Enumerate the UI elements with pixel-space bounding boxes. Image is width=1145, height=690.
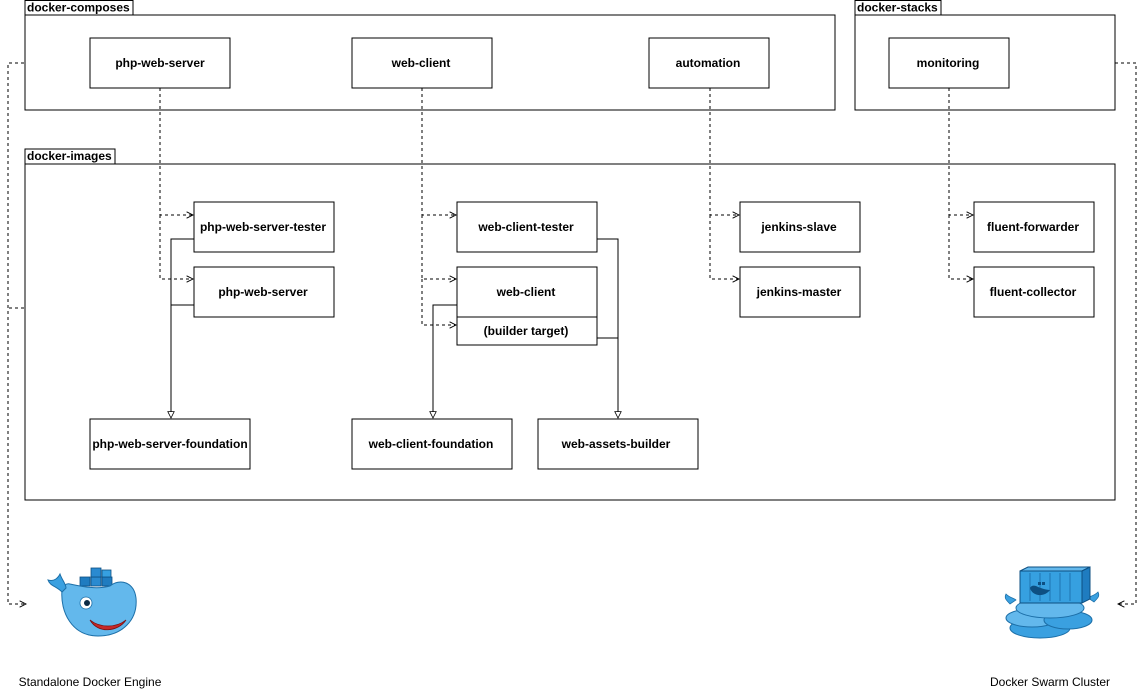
image-jenkins-slave[interactable]: jenkins-slave xyxy=(739,201,861,253)
image-jenkins-master[interactable]: jenkins-master xyxy=(739,266,861,318)
image-php-web-server[interactable]: php-web-server xyxy=(193,266,335,318)
image-php-web-server-tester[interactable]: php-web-server-tester xyxy=(193,201,335,253)
stack-monitoring[interactable]: monitoring xyxy=(888,37,1010,89)
connector-stacks-to-swarm xyxy=(1115,62,1137,604)
image-web-assets-builder[interactable]: web-assets-builder xyxy=(537,418,699,470)
standalone-docker-engine-label: Standalone Docker Engine xyxy=(19,675,162,689)
connector-monitoring-to-collector xyxy=(948,215,973,279)
image-php-web-server-foundation[interactable]: php-web-server-foundation xyxy=(89,418,251,470)
inherit-webclient-to-foundation xyxy=(433,304,457,418)
image-fluent-forwarder-label: fluent-forwarder xyxy=(987,220,1079,234)
builder-target-label: (builder target) xyxy=(484,324,569,338)
compose-automation-label: automation xyxy=(676,56,741,70)
group-docker-images: docker-images xyxy=(24,148,1116,501)
image-web-client-tester[interactable]: web-client-tester xyxy=(456,201,598,253)
image-web-client-foundation[interactable]: web-client-foundation xyxy=(351,418,513,470)
docker-swarm-cluster-label: Docker Swarm Cluster xyxy=(990,675,1110,689)
connector-webclient-compose-to-tester xyxy=(421,88,456,215)
docker-whale-icon xyxy=(47,567,137,637)
compose-php-web-server[interactable]: php-web-server xyxy=(89,37,231,89)
stack-monitoring-label: monitoring xyxy=(917,56,980,70)
connector-automation-to-jenkins-slave xyxy=(709,88,739,215)
image-web-client-foundation-label: web-client-foundation xyxy=(368,437,494,451)
connector-webclient-compose-to-builder xyxy=(421,279,456,325)
docker-swarm-icon xyxy=(1004,566,1100,639)
compose-web-client[interactable]: web-client xyxy=(351,37,493,89)
inherit-webclient-tester-to-assets-builder xyxy=(597,238,618,418)
uses-connectors xyxy=(159,88,973,325)
image-jenkins-slave-label: jenkins-slave xyxy=(760,220,837,234)
compose-automation[interactable]: automation xyxy=(648,37,770,89)
image-php-web-server-tester-label: php-web-server-tester xyxy=(200,220,326,234)
image-fluent-collector[interactable]: fluent-collector xyxy=(973,266,1095,318)
group-label-docker-composes: docker-composes xyxy=(27,1,130,15)
image-fluent-collector-label: fluent-collector xyxy=(990,285,1077,299)
group-docker-composes: docker-composes xyxy=(24,0,836,111)
image-php-web-server-foundation-label: php-web-server-foundation xyxy=(92,437,247,451)
group-label-docker-stacks: docker-stacks xyxy=(857,1,938,15)
connector-php-compose-to-tester xyxy=(159,88,193,215)
image-fluent-forwarder[interactable]: fluent-forwarder xyxy=(973,201,1095,253)
image-web-client-builder-target[interactable]: (builder target) xyxy=(456,316,598,346)
connector-webclient-compose-to-client xyxy=(421,215,456,279)
image-web-client-label: web-client xyxy=(496,285,556,299)
image-jenkins-master-label: jenkins-master xyxy=(756,285,842,299)
inherit-tester-to-php-foundation xyxy=(171,238,194,418)
image-web-client-tester-label: web-client-tester xyxy=(477,220,574,234)
connector-php-compose-to-server xyxy=(159,215,193,279)
connector-automation-to-jenkins-master xyxy=(709,215,739,279)
deploy-connectors xyxy=(7,62,1137,604)
compose-web-client-label: web-client xyxy=(391,56,451,70)
image-web-client[interactable]: web-client xyxy=(456,266,598,318)
group-label-docker-images: docker-images xyxy=(27,149,112,163)
inheritance-connectors xyxy=(171,238,618,418)
compose-php-web-server-label: php-web-server xyxy=(115,56,205,70)
image-web-assets-builder-label: web-assets-builder xyxy=(561,437,671,451)
image-php-web-server-label: php-web-server xyxy=(218,285,308,299)
connector-composes-to-standalone xyxy=(7,62,26,604)
group-docker-stacks: docker-stacks xyxy=(854,0,1116,111)
connector-monitoring-to-forwarder xyxy=(948,88,973,215)
